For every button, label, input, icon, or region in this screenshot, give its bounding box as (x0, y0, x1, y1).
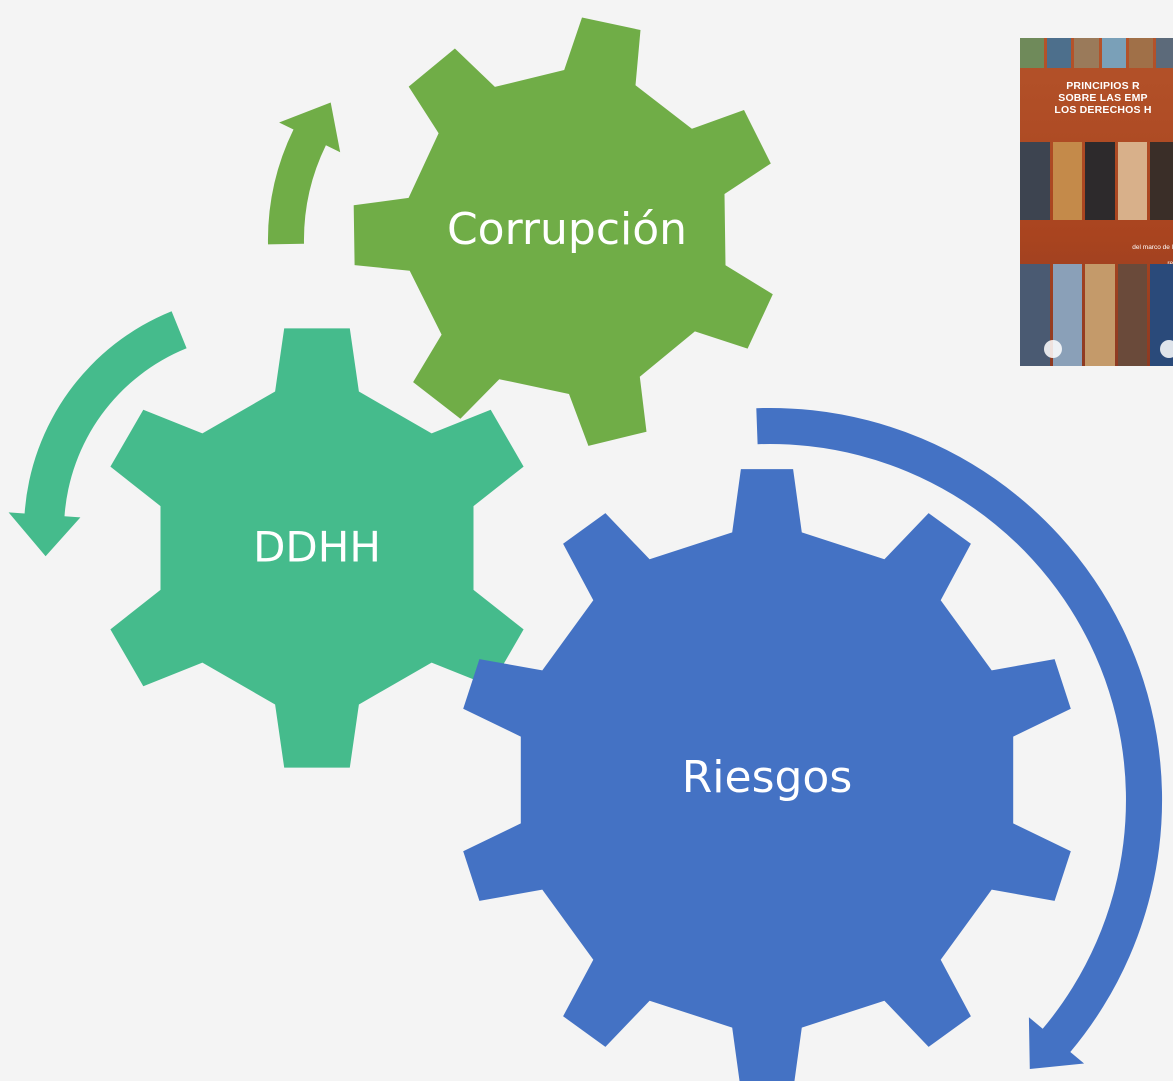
ohchr-emblem-icon (1160, 340, 1173, 358)
gear-riesgos: Riesgos (463, 469, 1071, 1081)
cover-title: PRINCIPIOS R SOBRE LAS EMP LOS DERECHOS … (1054, 80, 1152, 116)
cover-subtitle: P del marco de las resp (1132, 244, 1173, 267)
gear-ddhh-label: DDHH (253, 523, 381, 572)
un-emblem-icon (1044, 340, 1062, 358)
gear-corrupcion-shape (353, 17, 773, 446)
cover-photo-strip-middle (1020, 142, 1173, 220)
gear-ddhh: DDHH (110, 328, 524, 768)
cover-photo-strip-bottom (1020, 264, 1173, 366)
gear-corrupcion: Corrupción (353, 17, 773, 446)
gear-riesgos-shape (463, 469, 1071, 1081)
arrow-blue-cycle-arrow (756, 407, 1163, 1069)
cover-photo-strip-top (1020, 38, 1173, 68)
arrow-teal-cycle-arrow (8, 311, 187, 557)
report-cover-image: PRINCIPIOS R SOBRE LAS EMP LOS DERECHOS … (1020, 38, 1173, 366)
gear-riesgos-label: Riesgos (682, 752, 853, 803)
arrow-green-cycle-arrow (267, 102, 341, 245)
gear-ddhh-shape (110, 328, 524, 768)
gear-corrupcion-label: Corrupción (447, 204, 687, 255)
